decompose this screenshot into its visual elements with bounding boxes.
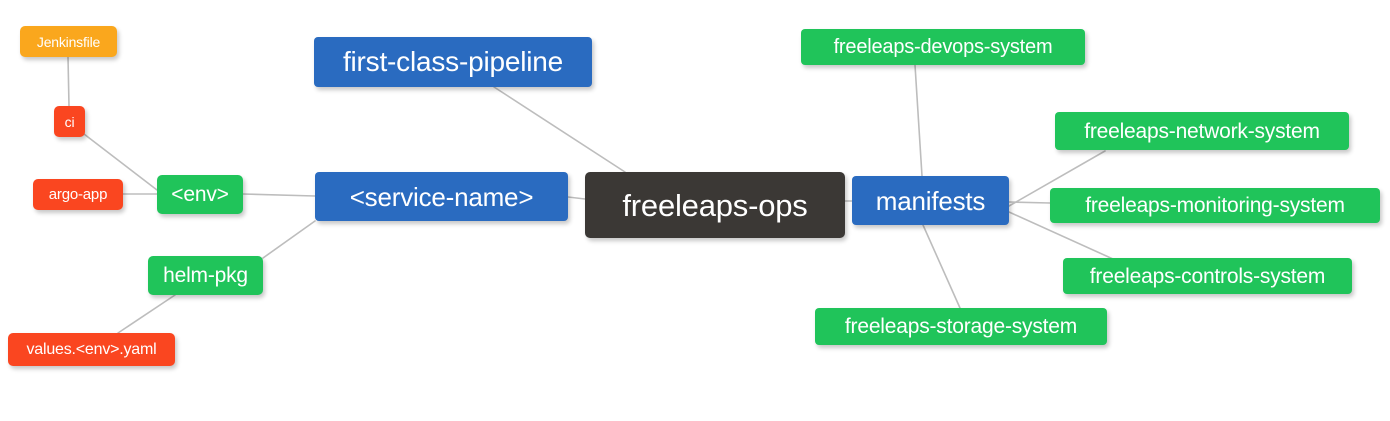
node-helm-pkg[interactable]: helm-pkg [148, 256, 263, 295]
node-service-name[interactable]: <service-name> [315, 172, 568, 221]
edge-env-to-service-name [242, 193, 316, 197]
node-label-manifests: manifests [875, 185, 986, 216]
edge-helm-pkg-to-values-env-yaml [117, 294, 176, 334]
node-label-freeleaps-ops: freeleaps-ops [622, 187, 808, 223]
node-env[interactable]: <env> [157, 175, 243, 214]
node-label-values-env-yaml: values.<env>.yaml [26, 340, 157, 358]
node-ci[interactable]: ci [54, 106, 85, 137]
node-freeleaps-monitoring-system[interactable]: freeleaps-monitoring-system [1050, 188, 1380, 223]
node-label-freeleaps-monitoring-system: freeleaps-monitoring-system [1085, 194, 1345, 217]
node-freeleaps-ops[interactable]: freeleaps-ops [585, 172, 845, 238]
node-values-env-yaml[interactable]: values.<env>.yaml [8, 333, 175, 366]
node-label-first-class-pipeline: first-class-pipeline [342, 46, 564, 77]
node-label-ci: ci [64, 113, 75, 130]
node-label-argo-app: argo-app [48, 186, 108, 203]
edge-manifests-to-freeleaps-storage-system [922, 224, 961, 309]
node-label-env: <env> [171, 183, 229, 206]
node-freeleaps-devops-system[interactable]: freeleaps-devops-system [801, 29, 1085, 65]
node-first-class-pipeline[interactable]: first-class-pipeline [314, 37, 592, 87]
edge-service-name-to-helm-pkg [262, 220, 316, 259]
node-freeleaps-storage-system[interactable]: freeleaps-storage-system [815, 308, 1107, 345]
edge-service-name-to-freeleaps-ops [567, 196, 586, 200]
node-jenkinsfile[interactable]: Jenkinsfile [20, 26, 117, 57]
node-manifests[interactable]: manifests [852, 176, 1009, 225]
edge-manifests-to-freeleaps-devops-system [914, 64, 923, 177]
node-label-helm-pkg: helm-pkg [163, 264, 248, 287]
node-freeleaps-network-system[interactable]: freeleaps-network-system [1055, 112, 1349, 150]
node-label-freeleaps-network-system: freeleaps-network-system [1084, 119, 1320, 143]
node-label-jenkinsfile: Jenkinsfile [36, 33, 101, 50]
node-label-freeleaps-controls-system: freeleaps-controls-system [1089, 264, 1326, 288]
node-argo-app[interactable]: argo-app [33, 179, 123, 210]
node-label-service-name: <service-name> [349, 181, 534, 212]
edge-jenkinsfile-to-ci [67, 56, 70, 107]
edge-manifests-to-freeleaps-monitoring-system [1008, 201, 1051, 204]
node-label-freeleaps-storage-system: freeleaps-storage-system [844, 315, 1078, 338]
node-label-freeleaps-devops-system: freeleaps-devops-system [833, 36, 1053, 58]
node-freeleaps-controls-system[interactable]: freeleaps-controls-system [1063, 258, 1352, 294]
edge-first-class-pipeline-to-freeleaps-ops [493, 86, 626, 173]
